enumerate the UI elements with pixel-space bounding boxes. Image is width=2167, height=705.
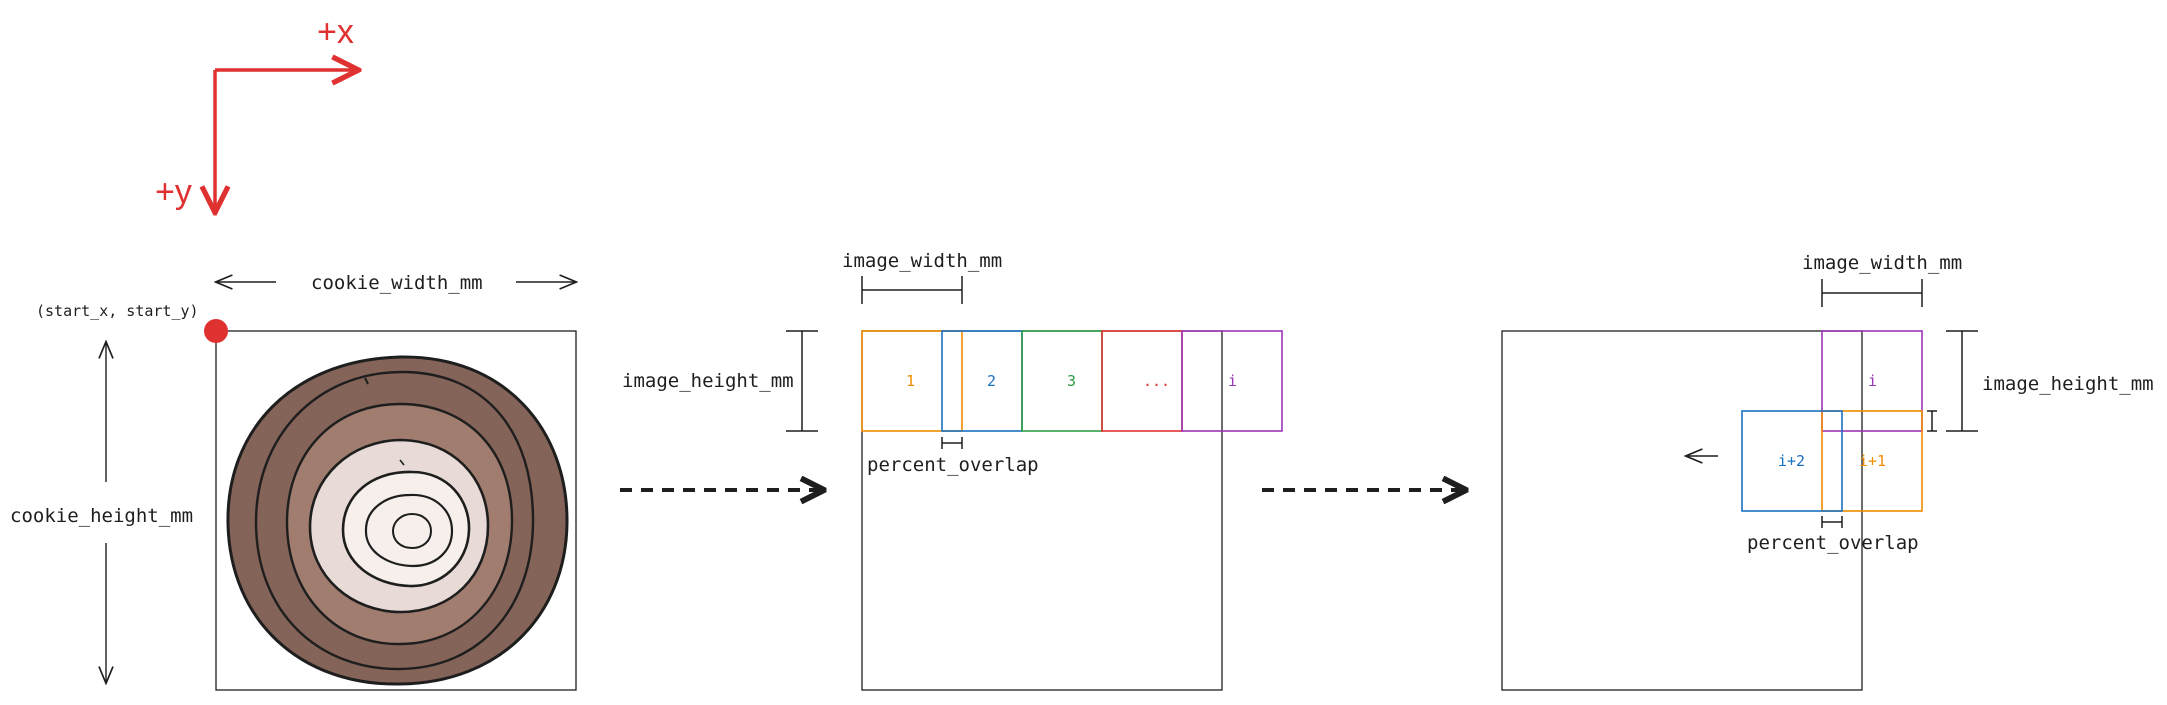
coordinate-axes: +x +y (155, 13, 356, 211)
tile-i-top (1821, 330, 1923, 432)
tile-i-label: i (1228, 372, 1237, 390)
tile-i-plus-1 (1821, 410, 1923, 512)
cookie-bounding-box (215, 330, 577, 691)
tree-cookie-icon (226, 355, 569, 686)
tile-2 (941, 330, 1023, 432)
cookie-height-label: cookie_height_mm (10, 505, 193, 527)
cookie-width-label: cookie_width_mm (311, 272, 483, 294)
image-height-dimension-2 (1946, 330, 1978, 432)
panel-tile-row: 1 2 3 ... i image_width_mm image_height_… (622, 250, 1283, 691)
tile-4-label: ... (1143, 372, 1170, 390)
overlap-dimension-2 (1821, 516, 1843, 528)
tile-i-plus-2-label: i+2 (1778, 452, 1805, 470)
tile-2-label: 2 (987, 372, 996, 390)
tile-i-top-label: i (1868, 372, 1877, 390)
overlap-label: percent_overlap (867, 454, 1039, 476)
image-height-label: image_height_mm (622, 370, 794, 392)
cookie-height-dimension: cookie_height_mm (10, 343, 193, 682)
start-point-marker (204, 319, 228, 343)
image-width-label: image_width_mm (842, 250, 1002, 272)
tile-i (1181, 330, 1283, 432)
tile-3-label: 3 (1067, 372, 1076, 390)
tile-i-plus-1-label: i+1 (1859, 452, 1886, 470)
panel-cookie: (start_x, start_y) cookie_width_mm cooki… (10, 272, 577, 691)
overlap-label-2: percent_overlap (1747, 532, 1919, 554)
tile-3 (1021, 330, 1103, 432)
overlap-dimension (941, 437, 963, 449)
y-axis-label: +y (155, 173, 192, 211)
panel-next-row: i i+1 i+2 image_width_mm image_height_mm… (1501, 252, 2154, 691)
start-point-label: (start_x, start_y) (36, 302, 199, 320)
tile-1-label: 1 (906, 372, 915, 390)
x-axis-label: +x (317, 13, 354, 51)
image-height-dimension (786, 330, 818, 432)
image-width-label-2: image_width_mm (1802, 252, 1962, 274)
tile-1 (861, 330, 963, 432)
image-height-label-2: image_height_mm (1982, 373, 2154, 395)
cookie-width-dimension: cookie_width_mm (217, 272, 575, 294)
image-width-dimension (861, 276, 963, 304)
image-width-dimension-2 (1821, 279, 1923, 307)
tile-i-plus-2 (1741, 410, 1843, 512)
vertical-overlap-dimension (1927, 410, 1937, 432)
